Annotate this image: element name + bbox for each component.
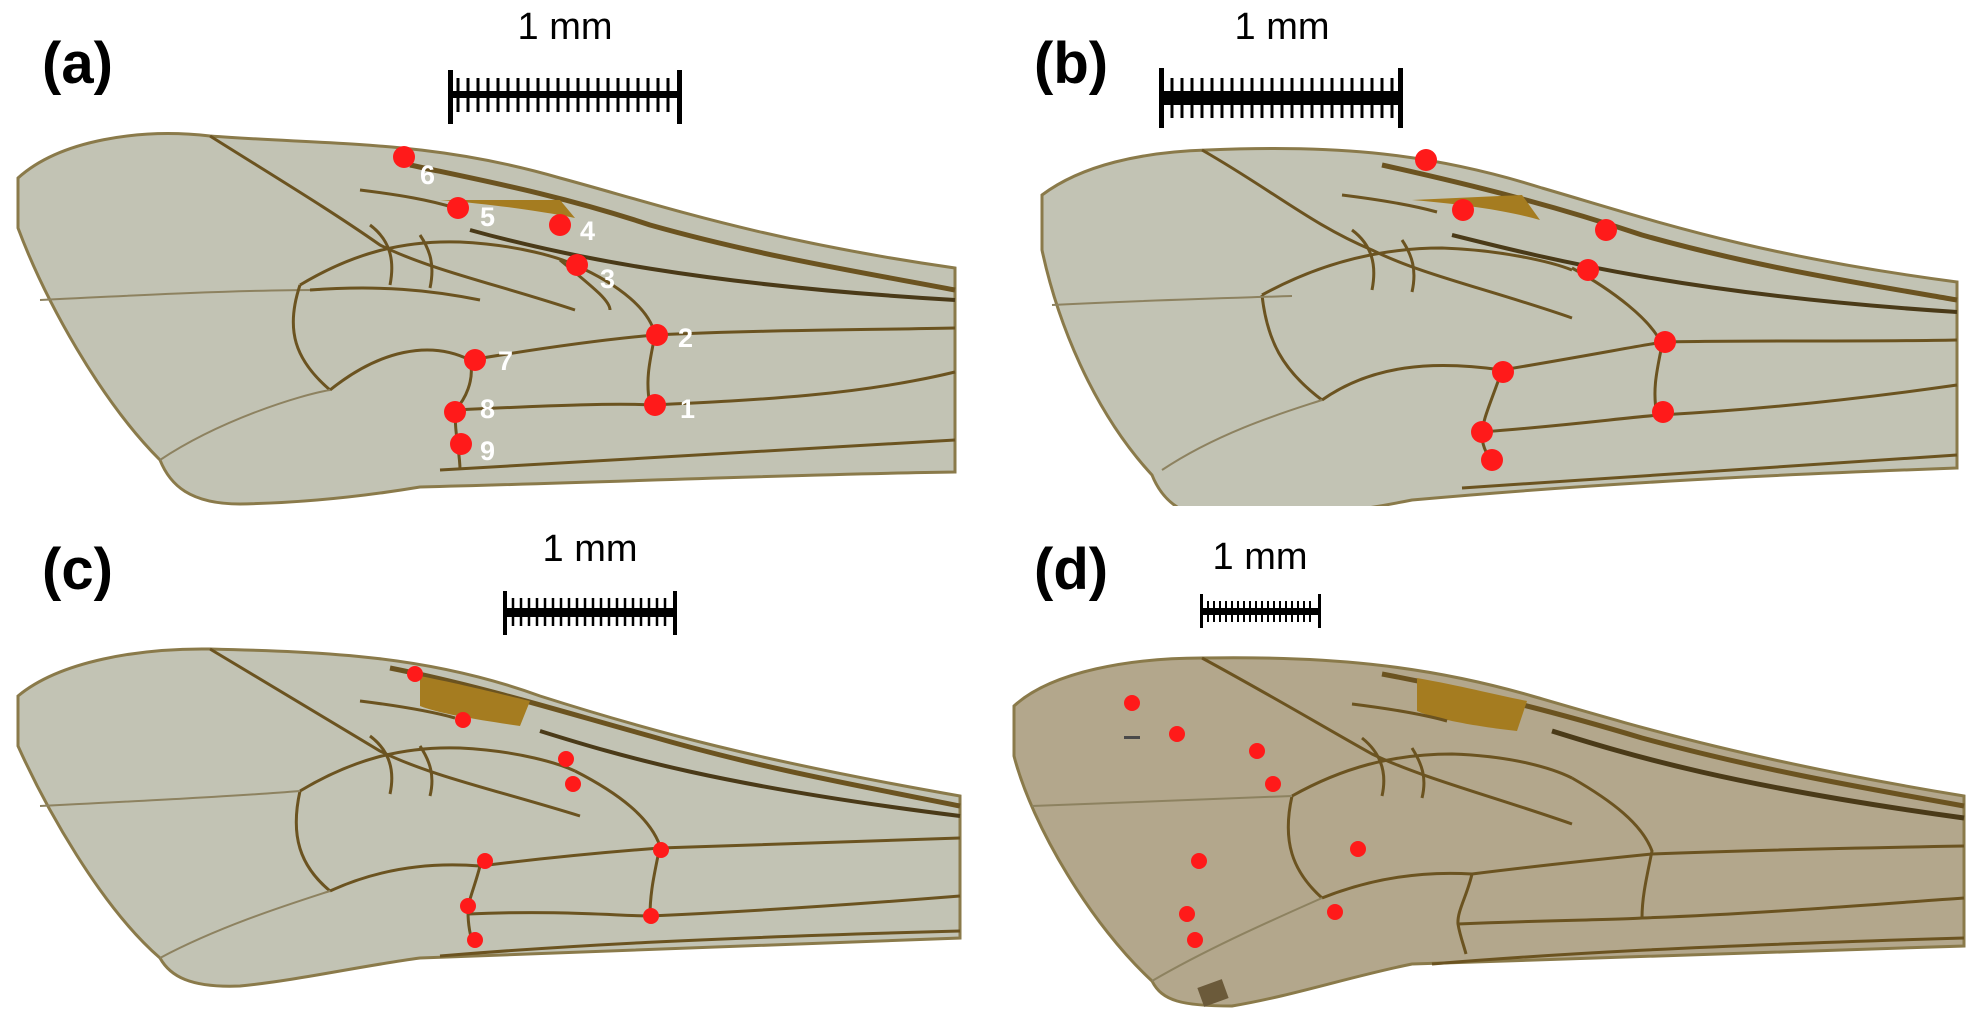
wing-panel-b: (b) 1 mm [992, 0, 1984, 506]
landmark-point-d-2 [1350, 841, 1366, 857]
scale-bar-label: 1 mm [542, 528, 638, 570]
scale-bar-label: 1 mm [1212, 536, 1308, 578]
wing-image-c [16, 591, 962, 988]
panel-label: (c) [42, 537, 113, 602]
wing-image-b [1040, 68, 1959, 506]
scale-bar-label: 1 mm [517, 6, 613, 48]
panel-label: (d) [1034, 537, 1109, 602]
landmark-number-1: 1 [680, 394, 695, 424]
landmark-points-c [407, 666, 669, 948]
landmark-number-5: 5 [480, 202, 495, 232]
landmark-number-3: 3 [600, 264, 615, 294]
landmark-point-d-9 [1187, 932, 1203, 948]
landmark-point-d-4 [1249, 743, 1265, 759]
landmark-number-8: 8 [480, 394, 495, 424]
wing-panel-a: 1 2 3 4 5 6 7 8 9 (a) 1 mm [0, 0, 992, 506]
wing-image-a: 1 2 3 4 5 6 7 8 9 [16, 70, 957, 506]
scale-bar-label: 1 mm [1234, 6, 1330, 48]
landmark-point-d-3 [1265, 776, 1281, 792]
landmark-number-9: 9 [480, 436, 495, 466]
landmark-points-b [1415, 149, 1676, 471]
landmark-number-6: 6 [420, 160, 435, 190]
landmark-number-2: 2 [678, 323, 693, 353]
landmark-point-d-5 [1169, 726, 1185, 742]
landmark-number-4: 4 [580, 216, 595, 246]
wing-panel-c: (c) 1 mm [0, 506, 992, 1012]
landmark-points-a [393, 146, 668, 455]
wing-image-d [1012, 594, 1966, 1008]
landmark-point-d-6 [1124, 695, 1140, 711]
landmark-number-7: 7 [498, 346, 513, 376]
landmark-point-d-7 [1191, 853, 1207, 869]
panel-label: (a) [42, 31, 113, 96]
wing-panel-d: (d) 1 mm [992, 506, 1984, 1012]
landmark-points-d [1124, 695, 1366, 948]
landmark-point-d-1 [1327, 904, 1343, 920]
landmark-point-d-8 [1179, 906, 1195, 922]
panel-label: (b) [1034, 31, 1109, 96]
